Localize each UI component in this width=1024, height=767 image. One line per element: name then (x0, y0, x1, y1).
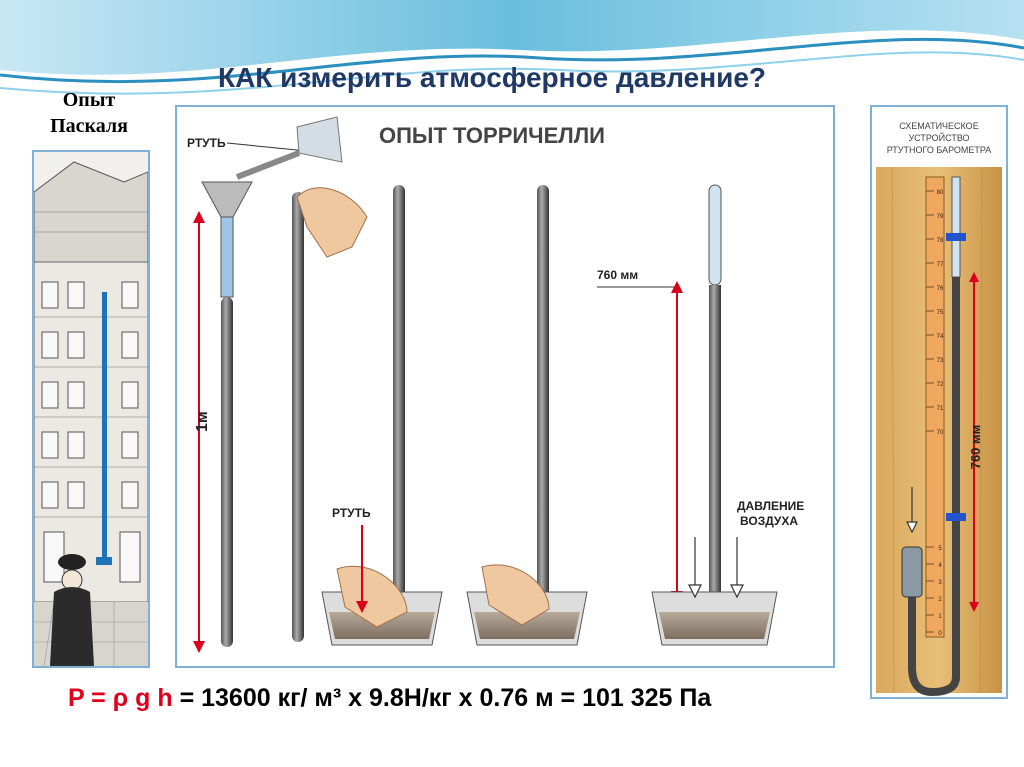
scale-label-top: 78 (937, 238, 944, 244)
pascal-caption-line1: Опыт (30, 87, 148, 113)
pressure-label-line2: ВОЗДУХА (740, 514, 798, 528)
scale-label-top: 70 (937, 430, 944, 436)
barometer-diagram: СХЕМАТИЧЕСКОЕ УСТРОЙСТВО РТУТНОГО БАРОМЕ… (872, 107, 1006, 697)
scale-label-top: 80 (937, 190, 944, 196)
scale-label-top: 75 (937, 310, 944, 316)
height-label-760: 760 мм (597, 268, 638, 282)
scale-label-top: 76 (937, 286, 944, 292)
formula: P = ρ g h = 13600 кг/ м³ х 9.8Н/кг х 0.7… (68, 684, 711, 713)
barometer-caption-line2: УСТРОЙСТВО (908, 132, 969, 143)
scale-label-top: 73 (937, 358, 944, 364)
page-title: КАК измерить атмосферное давление? (218, 62, 766, 94)
scale-label-top: 74 (937, 334, 944, 340)
mercury-column (952, 277, 960, 677)
scale-label-top: 72 (937, 382, 944, 388)
scale-clip-top (946, 233, 966, 241)
barometer-height-label: 760 мм (968, 425, 983, 470)
scale-label-top: 77 (937, 262, 944, 268)
mercury-label-top: РТУТЬ (187, 136, 226, 150)
barometer-caption-line3: РТУТНОГО БАРОМЕТРА (887, 145, 992, 155)
tube-final-barometer (652, 185, 777, 645)
pressure-label-line1: ДАВЛЕНИЕ (737, 499, 804, 513)
tube-in-bath-hand-removing (467, 185, 587, 645)
scale-label-top: 71 (937, 406, 944, 412)
barometer-caption-line1: СХЕМАТИЧЕСКОЕ (899, 121, 978, 131)
pascal-building-drawing (34, 152, 148, 666)
torricelli-panel: ОПЫТ ТОРРИЧЕЛЛИ РТУТЬ 1м РТУТЬ (175, 105, 835, 668)
barometer-panel: СХЕМАТИЧЕСКОЕ УСТРОЙСТВО РТУТНОГО БАРОМЕ… (870, 105, 1008, 699)
scale-clip-bottom (946, 513, 966, 521)
torricelli-heading: ОПЫТ ТОРРИЧЕЛЛИ (379, 123, 605, 148)
mercury-label-bottom: РТУТЬ (332, 506, 371, 520)
pascal-caption: Опыт Паскаля (30, 87, 148, 139)
mercury-reservoir (902, 547, 922, 597)
pascal-caption-line2: Паскаля (30, 113, 148, 139)
tube-in-bath-with-hand (322, 185, 442, 645)
formula-lhs: P = ρ g h (68, 684, 173, 712)
vacuum-space (952, 177, 960, 277)
scale-label-top: 79 (937, 214, 944, 220)
torricelli-diagram: ОПЫТ ТОРРИЧЕЛЛИ РТУТЬ 1м РТУТЬ (177, 107, 833, 666)
formula-rhs: = 13600 кг/ м³ х 9.8Н/кг х 0.76 м = 101 … (173, 684, 712, 712)
length-label: 1м (194, 411, 211, 432)
pascal-illustration (32, 150, 150, 668)
mercury-flask (297, 117, 342, 162)
flask-neck (237, 153, 299, 177)
mercury-leader-line (227, 143, 307, 151)
